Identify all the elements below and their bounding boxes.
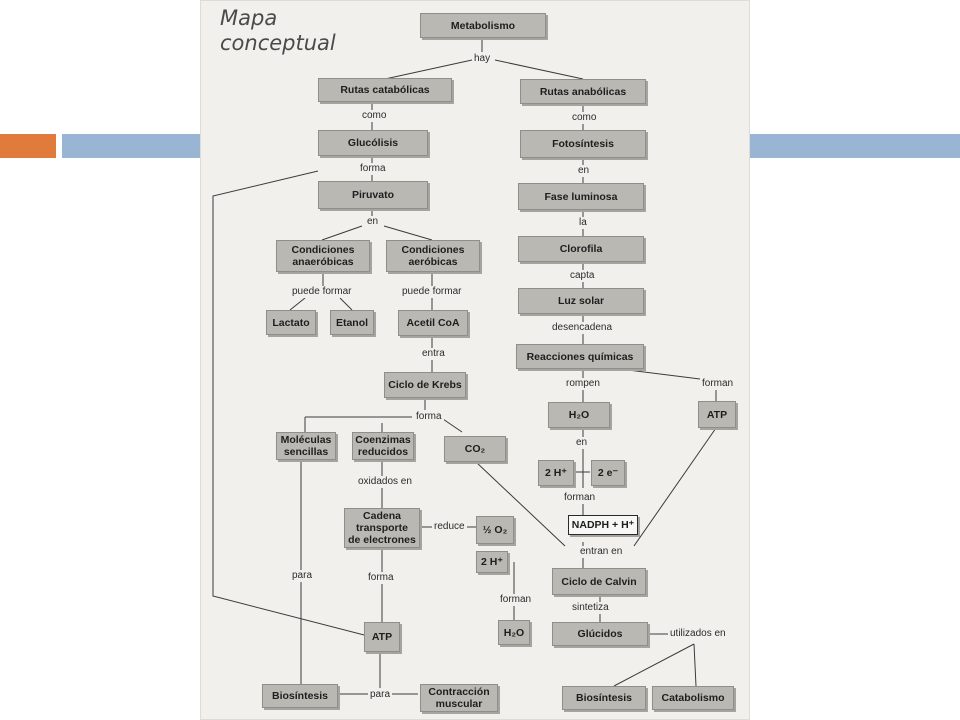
diagram-title: Mapa conceptual [220, 6, 360, 56]
node-condiciones-anaerobicas: Condiciones anaeróbicas [276, 240, 370, 272]
label-rompen: rompen [564, 378, 602, 390]
node-moleculas-sencillas: Moléculas sencillas [276, 432, 336, 460]
node-half-o2: ½ O₂ [476, 516, 514, 544]
node-2h-plus-mid: 2 H⁺ [476, 551, 508, 573]
node-2h-plus-top: 2 H⁺ [538, 460, 574, 486]
node-luz-solar: Luz solar [518, 288, 644, 314]
scanned-page [200, 0, 750, 720]
node-fase-luminosa: Fase luminosa [518, 183, 644, 210]
accent-bar-orange [0, 134, 56, 158]
node-rutas-anabolicas: Rutas anabólicas [520, 79, 646, 104]
node-2e-minus: 2 e⁻ [591, 460, 625, 486]
label-en-piruvato: en [365, 216, 381, 228]
label-capta: capta [568, 270, 597, 282]
accent-bar-blue-right [750, 134, 960, 158]
label-la: la [577, 217, 589, 229]
node-piruvato: Piruvato [318, 181, 428, 209]
label-puede-formar-right: puede formar [400, 286, 464, 298]
node-etanol: Etanol [330, 310, 374, 335]
node-nadph: NADPH + H⁺ [568, 515, 638, 535]
label-para-left: para [290, 570, 315, 582]
label-reduce: reduce [432, 521, 467, 533]
node-metabolismo: Metabolismo [420, 13, 546, 38]
node-reacciones-quimicas: Reacciones químicas [516, 344, 644, 369]
title-line-1: Mapa [220, 6, 278, 30]
label-para-bottom: para [368, 689, 393, 701]
label-como-right: como [570, 112, 599, 124]
node-fotosintesis: Fotosíntesis [520, 130, 646, 158]
label-puede-formar-left: puede formar [290, 286, 354, 298]
label-en-h2o: en [574, 437, 590, 449]
label-forma-cadena: forma [366, 572, 396, 584]
node-cadena-transporte: Cadena transporte de electrones [344, 508, 420, 548]
node-coenzimas-reducidos: Coenzimas reducidos [352, 432, 414, 460]
node-atp-right: ATP [698, 401, 736, 428]
label-entra: entra [420, 348, 447, 360]
node-condiciones-aerobicas: Condiciones aeróbicas [386, 240, 480, 272]
node-ciclo-krebs: Ciclo de Krebs [384, 372, 466, 398]
accent-bar-blue-left [62, 134, 202, 158]
node-acetil-coa: Acetil CoA [398, 310, 468, 336]
label-forman-h2o: forman [498, 594, 534, 606]
node-ciclo-calvin: Ciclo de Calvin [552, 568, 646, 595]
node-lactato: Lactato [266, 310, 316, 335]
node-biosintesis-left: Biosíntesis [262, 684, 338, 708]
label-hay: hay [472, 53, 493, 65]
label-forman-nadph: forman [562, 492, 598, 504]
label-como-left: como [360, 110, 389, 122]
label-entran-en: entran en [578, 546, 625, 558]
label-en-fotosintesis: en [576, 165, 592, 177]
title-line-2: conceptual [220, 31, 336, 55]
node-catabolismo: Catabolismo [652, 686, 734, 710]
label-sintetiza: sintetiza [570, 602, 611, 614]
node-glucolisis: Glucólisis [318, 130, 428, 156]
node-rutas-catabolicas: Rutas catabólicas [318, 78, 452, 102]
node-biosintesis-right: Biosíntesis [562, 686, 646, 710]
label-oxidados-en: oxidados en [356, 476, 414, 488]
node-glucidos: Glúcidos [552, 622, 648, 646]
node-co2: CO₂ [444, 436, 506, 462]
label-utilizados-en: utilizados en [668, 628, 728, 640]
node-atp-bottom: ATP [364, 622, 400, 652]
label-forma-glucolisis: forma [358, 163, 388, 175]
node-h2o-bottom: H₂O [498, 620, 530, 645]
label-desencadena: desencadena [550, 322, 615, 334]
label-forman-atp: forman [700, 378, 736, 390]
node-clorofila: Clorofila [518, 236, 644, 262]
node-h2o-top: H₂O [548, 402, 610, 428]
node-contraccion-muscular: Contracción muscular [420, 684, 498, 712]
label-forma-krebs: forma [414, 411, 444, 423]
